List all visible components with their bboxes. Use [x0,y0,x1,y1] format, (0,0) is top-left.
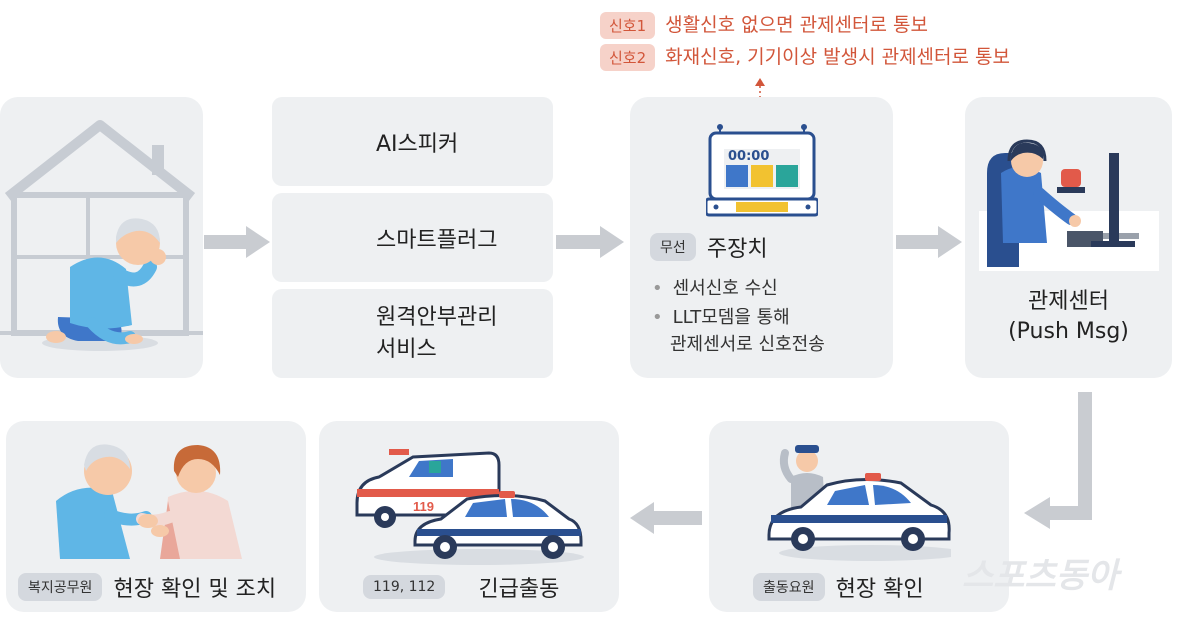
arrow-right-1 [204,226,270,258]
watermark-logo: 스포츠동아 [962,556,1119,596]
hub-bullet-1: •센서신호 수신 [652,278,778,299]
police-car-illustration [767,445,951,561]
notice-1-tag: 신호1 [600,12,656,39]
dispatch-label: 긴급출동 [478,577,560,602]
hub-title: 주장치 [706,237,768,262]
welfare-label-row: 복지공무원 현장 확인 및 조치 [18,571,276,603]
notice-1-text: 생활신호 없으면 관제센터로 통보 [665,14,928,36]
device-smart-plug: 스마트플러그 [272,193,553,282]
dispatch-label-row: 119, 112 긴급출동 [363,571,559,603]
dispatch-agent-tag: 출동요원 [753,573,825,601]
operator-illustration [979,139,1159,271]
elderly-home-illustration [0,120,203,351]
site-check-card: 출동요원 현장 확인 [709,421,1009,612]
device-remote-care-label-1: 원격안부관리 [376,304,498,330]
hub-bullet-2: •LLT모뎀을 통해 [652,307,790,328]
arrow-right-3 [896,226,962,258]
device-remote-care-label-2: 서비스 [376,336,437,362]
notice-2-tag: 신호2 [600,44,656,71]
hub-card: 00:00 무선 주장치 •센서신호 수신 •LLT모뎀을 통해 관제센서로 신… [630,97,893,378]
emergency-vehicles-illustration: 119 [355,449,584,565]
hub-bullet-1-text: 센서신호 수신 [672,278,778,299]
welfare-label: 현장 확인 및 조치 [113,577,277,602]
hub-device-icon [706,124,818,217]
control-center-line-1: 관제센터 [1028,289,1109,314]
hub-title-row: 무선 주장치 [650,231,768,263]
device-ai-speaker: AI스피커 [272,97,553,186]
hub-display-time: 00:00 [728,149,770,164]
notice-2-text: 화재신호, 기기이상 발생시 관제센터로 통보 [665,46,1010,68]
hub-bullet-3: 관제센서로 신호전송 [670,334,825,355]
ambulance-number: 119 [413,499,434,514]
notice-1: 신호1 생활신호 없으면 관제센터로 통보 [600,10,928,39]
caregiver-illustration [56,444,242,559]
device-ai-speaker-label: AI스피커 [376,131,459,157]
arrow-right-2 [556,226,624,258]
welfare-officer-tag: 복지공무원 [18,573,103,601]
welfare-officer-card: 복지공무원 현장 확인 및 조치 [6,421,306,612]
control-center-line-2: (Push Msg) [1008,319,1129,344]
elderly-home-card [0,97,203,378]
notice-2: 신호2 화재신호, 기기이상 발생시 관제센터로 통보 [600,42,1010,71]
arrow-left-1 [630,502,702,534]
device-smart-plug-label: 스마트플러그 [376,227,498,253]
emergency-dispatch-card: 119 119, 112 긴급출동 [319,421,619,612]
device-remote-care: 원격안부관리 서비스 [272,289,553,378]
arrow-elbow-down-left [1024,392,1092,529]
control-center-card: 관제센터 (Push Msg) [965,97,1172,378]
emergency-number-tag: 119, 112 [363,575,446,599]
site-check-label: 현장 확인 [835,577,924,602]
hub-bullet-2-text: LLT모뎀을 통해 [672,307,790,328]
site-check-label-row: 출동요원 현장 확인 [753,571,924,603]
hub-wireless-tag: 무선 [650,233,696,261]
